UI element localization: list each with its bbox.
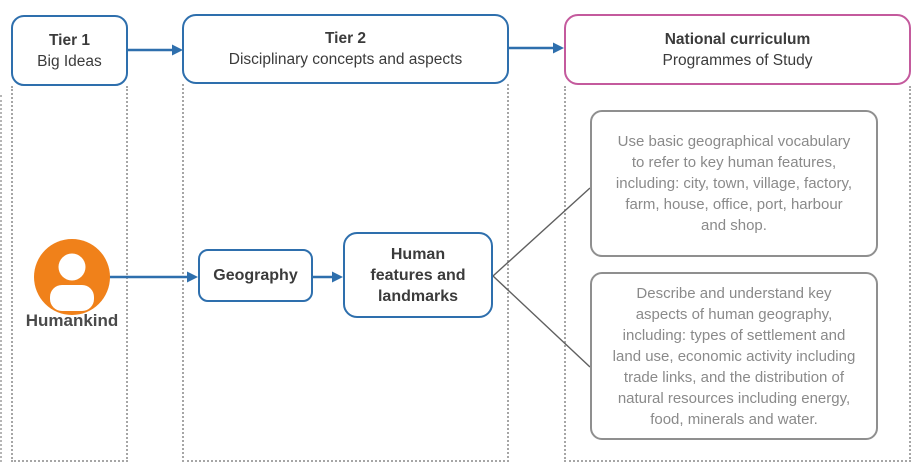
- arrow-tier2-to-national-curriculum: [509, 42, 564, 54]
- dotted-column-edge-left: [0, 95, 2, 462]
- outcome-text-vocabulary: Use basic geographical vocabulary to ref…: [615, 133, 853, 234]
- person-icon: [50, 253, 94, 311]
- national-curriculum-subtitle: Programmes of Study: [662, 51, 813, 69]
- human-features-landmarks-box: Human features and landmarks: [343, 232, 493, 318]
- human-features-landmarks-label: Human features and landmarks: [370, 245, 466, 305]
- tier2-subtitle: Disciplinary concepts and aspects: [228, 51, 463, 68]
- arrow-tier1-to-tier2: [128, 44, 183, 56]
- national-curriculum-title: National curriculum: [664, 30, 811, 48]
- tier2-title: Tier 2: [324, 30, 367, 47]
- national-curriculum-box: National curriculum Programmes of Study: [564, 14, 911, 85]
- tier1-box: Tier 1 Big Ideas: [11, 15, 128, 86]
- tier1-title: Tier 1: [48, 31, 91, 49]
- dotted-column-tier1: [11, 86, 128, 462]
- outcome-box-vocabulary: Use basic geographical vocabulary to ref…: [590, 110, 878, 257]
- humankind-avatar: [34, 239, 110, 315]
- geography-box: Geography: [198, 249, 313, 302]
- outcome-text-human-geography: Describe and understand key aspects of h…: [612, 284, 856, 428]
- tier2-box: Tier 2 Disciplinary concepts and aspects: [182, 14, 509, 84]
- humankind-label: Humankind: [25, 311, 119, 330]
- tier1-subtitle: Big Ideas: [37, 52, 102, 70]
- geography-label: Geography: [213, 267, 298, 284]
- outcome-box-human-geography: Describe and understand key aspects of h…: [590, 272, 878, 440]
